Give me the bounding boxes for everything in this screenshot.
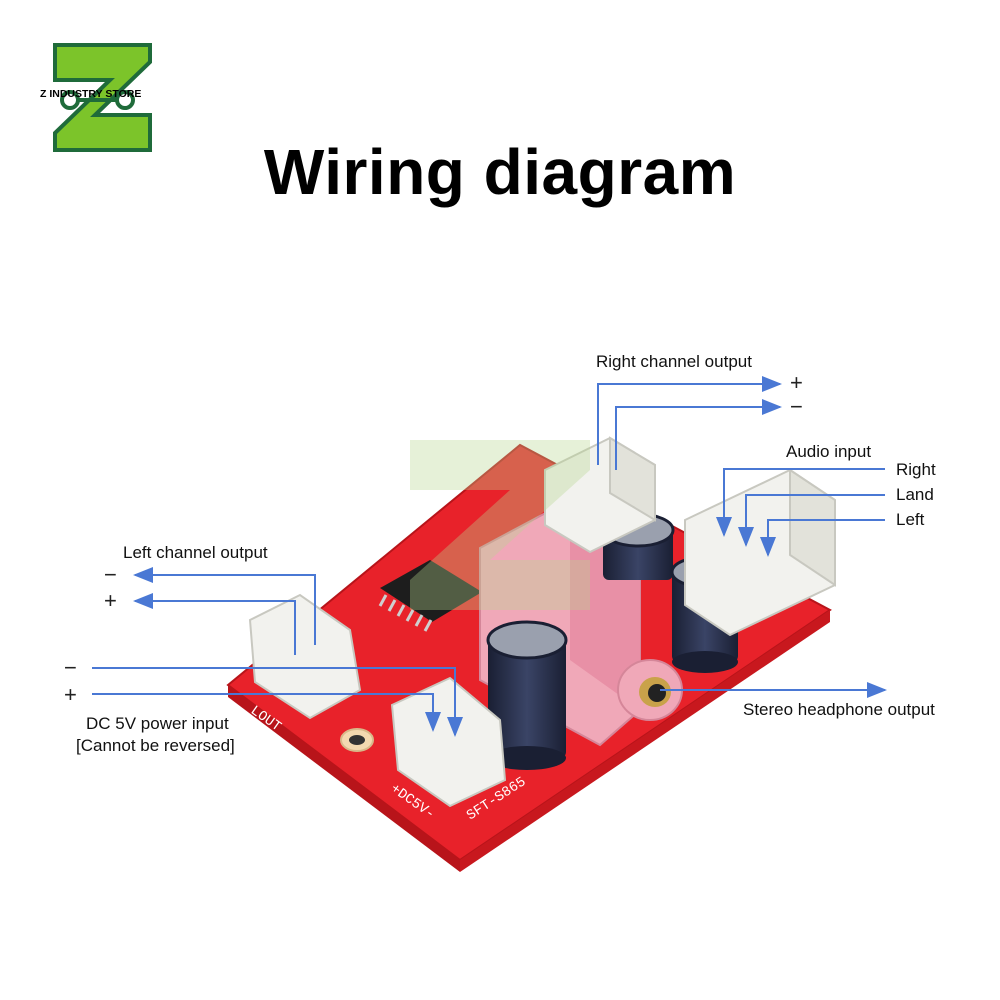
arrow-left-plus xyxy=(133,593,296,655)
label-audio-land: Land xyxy=(896,485,934,504)
connector-left-output xyxy=(248,593,362,720)
arrow-right-plus xyxy=(597,376,782,465)
connector-dc-input xyxy=(390,676,507,808)
label-left-channel-output: Left channel output xyxy=(123,543,268,562)
page-title: Wiring diagram xyxy=(263,136,737,208)
arrow-audio-land xyxy=(738,494,885,547)
arrow-left-minus xyxy=(133,567,316,645)
watermark-logo xyxy=(410,440,590,610)
label-dc-power-input: DC 5V power input xyxy=(86,714,229,733)
arrow-dc-minus xyxy=(92,667,463,737)
ic-chip xyxy=(380,560,482,622)
label-left-plus: + xyxy=(104,588,117,613)
brand-logo xyxy=(53,43,152,152)
label-left-minus: − xyxy=(104,562,117,587)
arrow-audio-left xyxy=(760,519,885,557)
capacitor xyxy=(486,620,568,770)
label-audio-right: Right xyxy=(896,460,936,479)
label-right-plus: + xyxy=(790,370,803,395)
brand-name: Z INDUSTRY STORE xyxy=(40,88,142,100)
label-stereo-headphone-output: Stereo headphone output xyxy=(743,700,935,719)
arrow-audio-right xyxy=(716,468,885,537)
label-right-channel-output: Right channel output xyxy=(596,352,752,371)
arrow-dc-plus xyxy=(92,693,441,732)
label-right-minus: − xyxy=(790,394,803,419)
arrow-right-minus xyxy=(615,399,782,470)
label-dc-minus: − xyxy=(64,655,77,680)
label-audio-left: Left xyxy=(896,510,925,529)
connector-right-output xyxy=(544,436,656,554)
label-dc-note: [Cannot be reversed] xyxy=(76,736,235,755)
label-dc-plus: + xyxy=(64,682,77,707)
label-audio-input: Audio input xyxy=(786,442,872,461)
